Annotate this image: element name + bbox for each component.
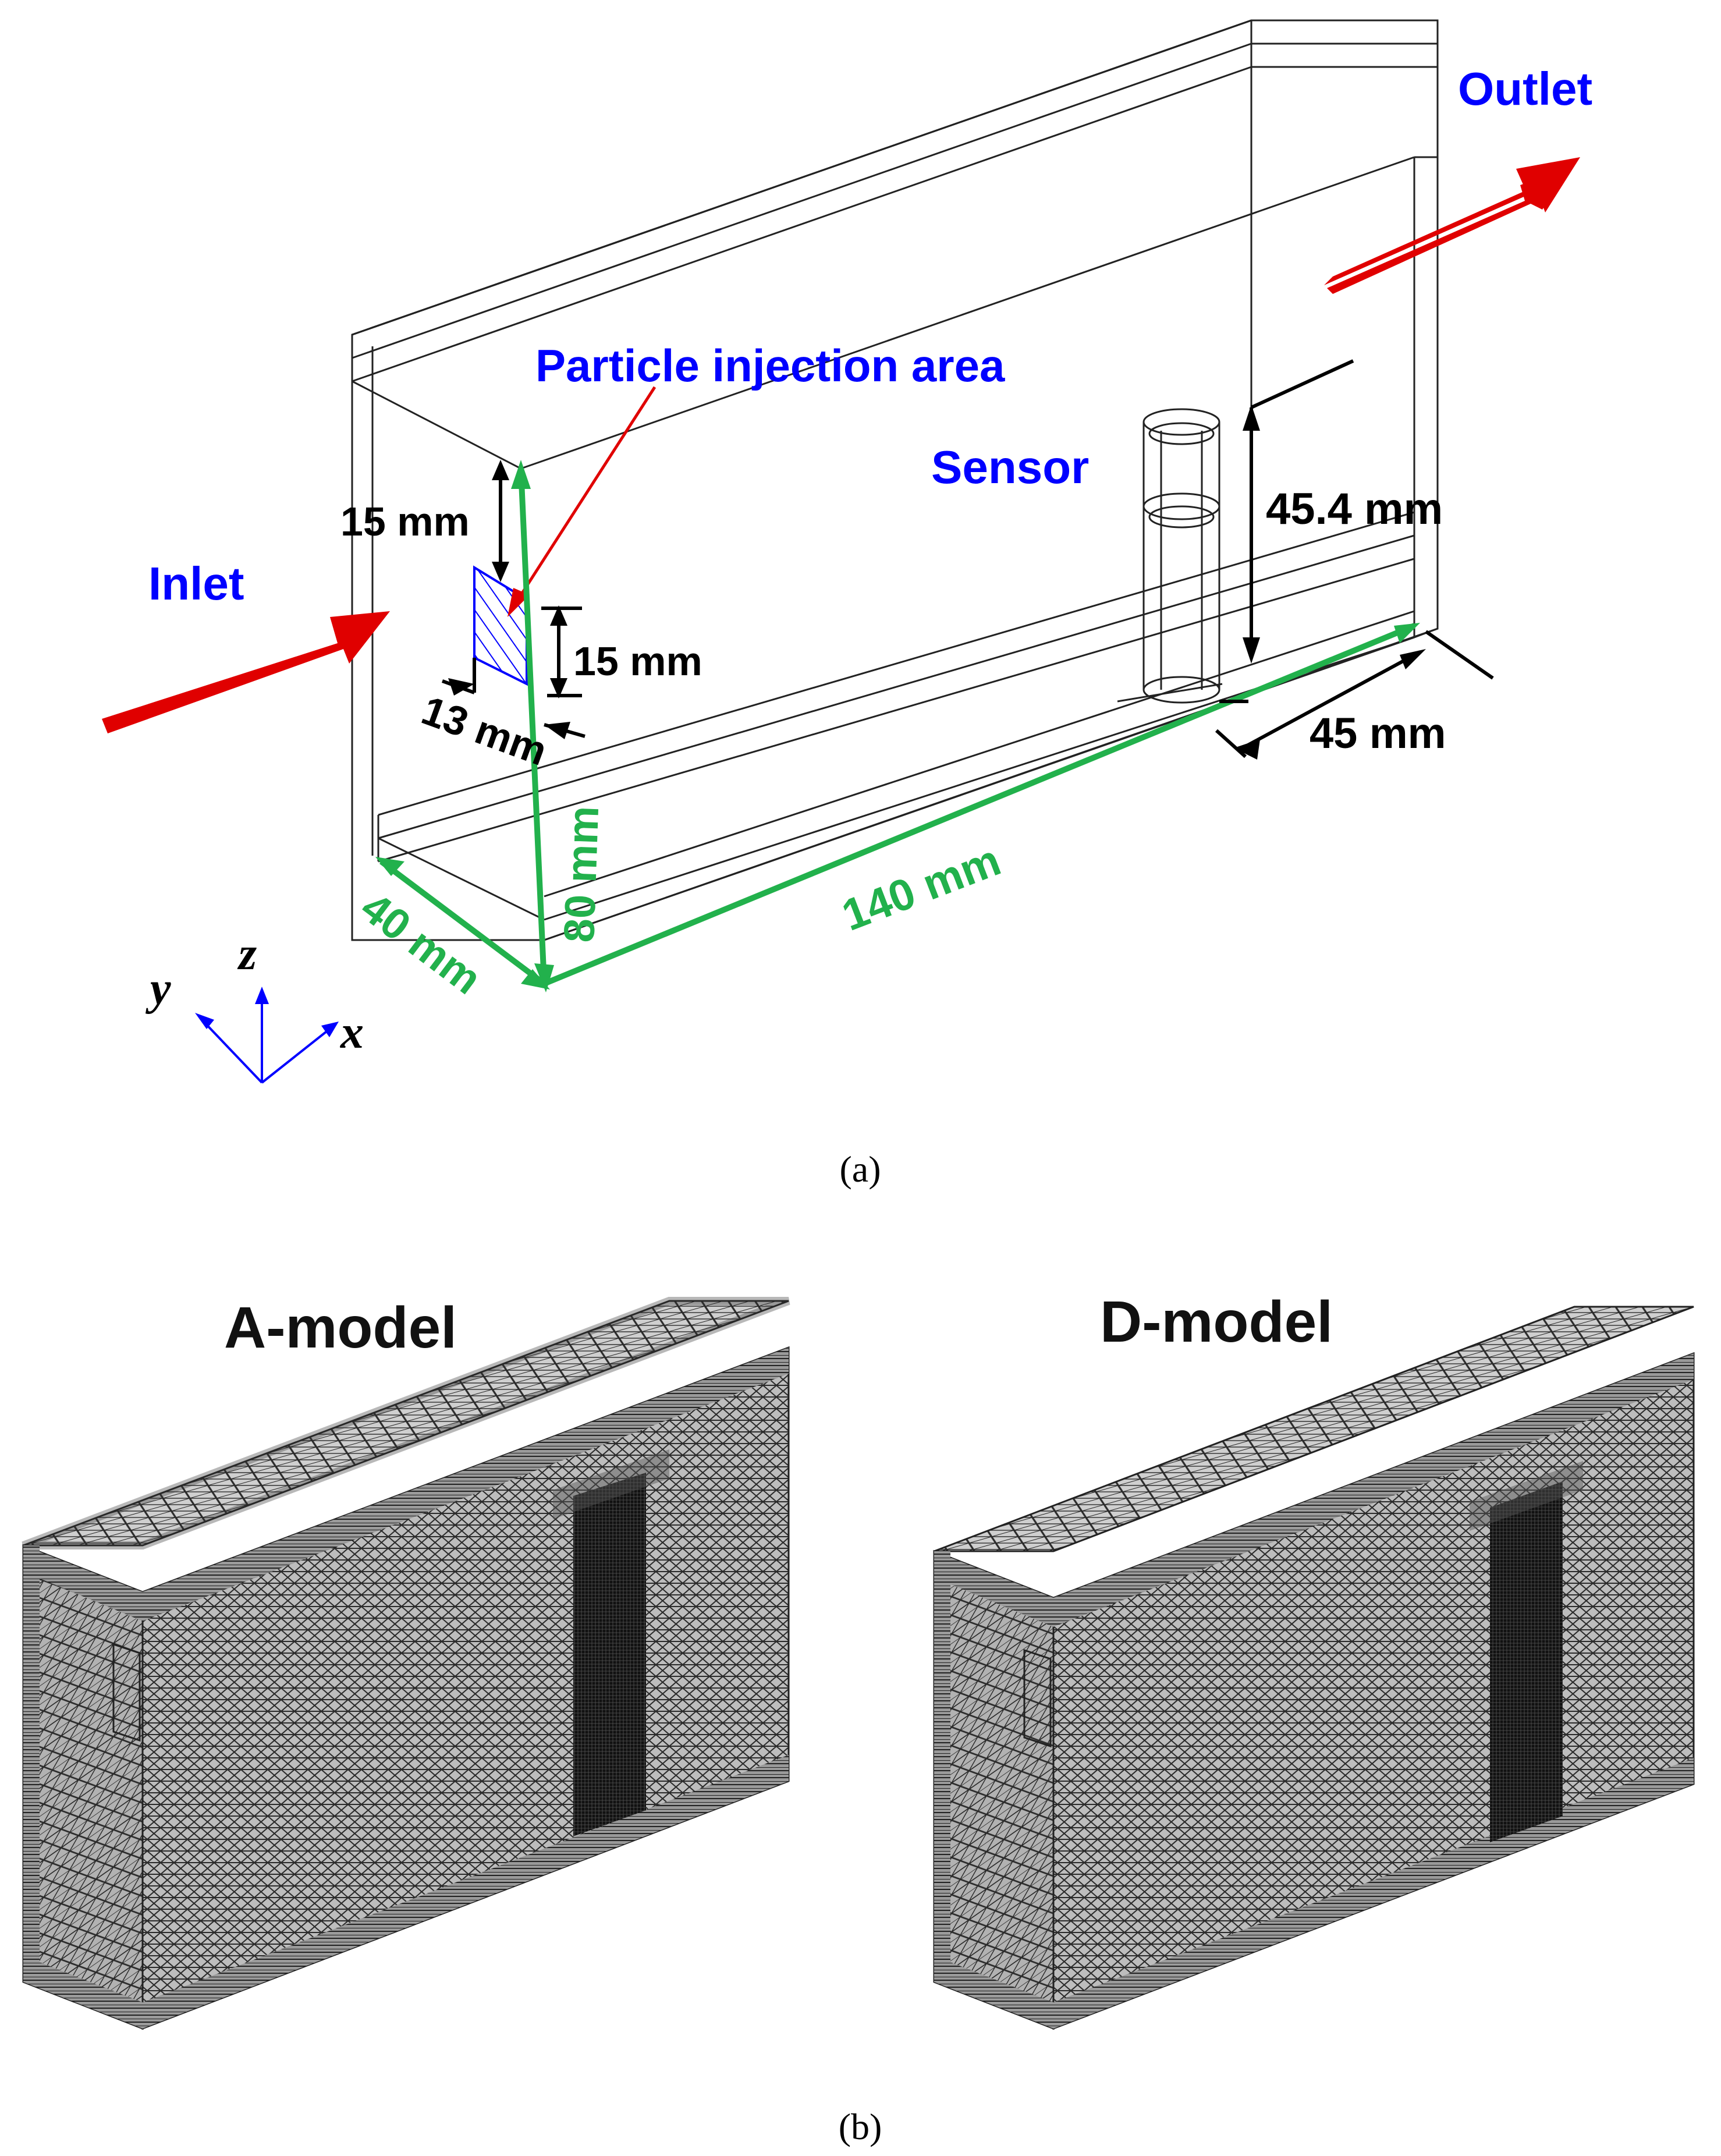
caption-b: (b) <box>839 2106 882 2147</box>
outlet-arrow-icon <box>1324 157 1580 294</box>
dimension-green <box>379 468 1415 987</box>
sensor-label: Sensor <box>931 441 1089 493</box>
dim-45-4mm-label: 45.4 mm <box>1266 484 1443 534</box>
inlet-arrow-icon <box>102 611 390 733</box>
injection-area <box>473 565 528 686</box>
dim-45mm-label: 45 mm <box>1310 709 1446 757</box>
caption-a: (a) <box>839 1148 881 1190</box>
axis-y-label: y <box>145 963 171 1015</box>
axis-z-label: z <box>237 928 257 980</box>
dimension-black-heads <box>448 405 1426 760</box>
injection-label: Particle injection area <box>535 340 1005 391</box>
dim-40mm-label: 40 mm <box>352 882 490 1003</box>
a-model-title: A-model <box>224 1295 457 1360</box>
dim-15mm-top-label: 15 mm <box>340 499 470 544</box>
outlet-label: Outlet <box>1458 63 1592 115</box>
injection-pointer <box>516 386 657 601</box>
dimension-green-heads <box>375 460 1420 992</box>
d-model-mesh <box>933 1306 1695 2030</box>
dim-80mm-label: 80 mm <box>555 805 608 943</box>
axis-x-label: x <box>340 1007 364 1058</box>
inlet-label: Inlet <box>148 558 244 609</box>
axis-triad-heads <box>195 987 339 1037</box>
axis-triad <box>200 995 333 1084</box>
a-model-mesh <box>22 1297 790 2030</box>
d-model-title: D-model <box>1100 1289 1333 1354</box>
dim-15mm-height-label: 15 mm <box>573 639 702 684</box>
panel-a-wireframe <box>351 19 1439 941</box>
